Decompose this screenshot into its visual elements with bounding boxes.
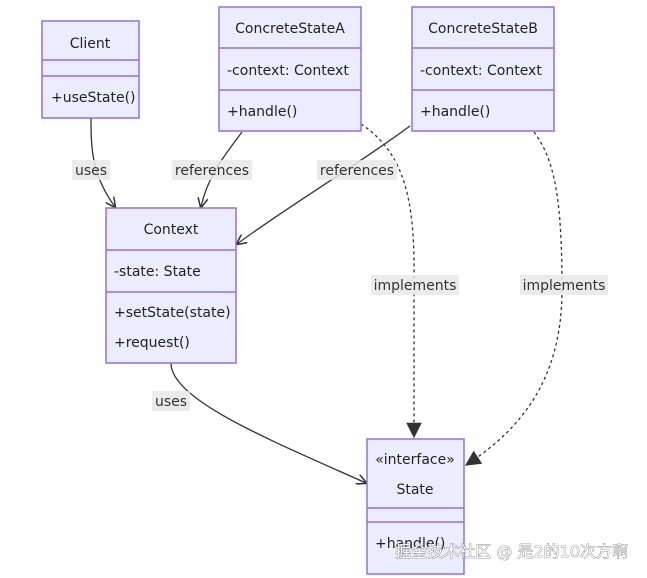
class-concrete-state-b[interactable]: ConcreteStateB -context: Context +handle… bbox=[411, 6, 555, 132]
label-b-implements: implements bbox=[520, 275, 608, 295]
edge-labels: uses references references uses implemen… bbox=[72, 160, 608, 411]
class-concrete-state-a-name: ConcreteStateA bbox=[235, 21, 345, 37]
label-a-implements: implements bbox=[371, 275, 459, 295]
class-context-attribute-0: -state: State bbox=[114, 264, 201, 280]
class-concrete-state-a-method-0: +handle() bbox=[227, 104, 297, 120]
edge-context-uses-state bbox=[170, 362, 366, 483]
interface-state-stereotype: «interface» bbox=[375, 452, 455, 468]
class-client-name: Client bbox=[70, 36, 111, 52]
class-concrete-state-b-method-0: +handle() bbox=[420, 104, 490, 120]
edge-concrete-b-references-context bbox=[237, 125, 411, 244]
label-client-uses: uses bbox=[72, 160, 110, 180]
interface-state-method-0: +handle() bbox=[375, 536, 445, 552]
watermark-text: 掘金技术社区 @ 是2的10次方啊 bbox=[395, 542, 628, 561]
class-context-method-1: +request() bbox=[114, 335, 190, 351]
class-client-method-0: +useState() bbox=[51, 90, 136, 106]
interface-state[interactable]: «interface» State +handle() bbox=[366, 438, 465, 575]
label-client-uses-text: uses bbox=[75, 163, 107, 179]
label-a-implements-text: implements bbox=[374, 278, 457, 294]
class-concrete-state-b-attribute-0: -context: Context bbox=[420, 63, 542, 79]
class-client[interactable]: Client +useState() bbox=[41, 20, 140, 119]
interface-state-name: State bbox=[396, 482, 433, 498]
edge-concrete-a-implements-state bbox=[360, 123, 422, 439]
label-b-references: references bbox=[317, 160, 397, 180]
class-context-method-0: +setState(state) bbox=[114, 305, 231, 321]
label-context-uses-text: uses bbox=[155, 394, 187, 410]
class-concrete-state-b-name: ConcreteStateB bbox=[428, 21, 538, 37]
class-context[interactable]: Context -state: State +setState(state) +… bbox=[105, 207, 237, 364]
edge-concrete-b-implements-state bbox=[464, 131, 563, 466]
label-context-uses: uses bbox=[152, 391, 190, 411]
label-b-references-text: references bbox=[320, 163, 394, 179]
class-concrete-state-a[interactable]: ConcreteStateA -context: Context +handle… bbox=[218, 6, 362, 132]
label-b-implements-text: implements bbox=[523, 278, 606, 294]
label-a-references: references bbox=[172, 160, 252, 180]
class-context-name: Context bbox=[144, 222, 199, 238]
label-a-references-text: references bbox=[175, 163, 249, 179]
class-concrete-state-a-attribute-0: -context: Context bbox=[227, 63, 349, 79]
